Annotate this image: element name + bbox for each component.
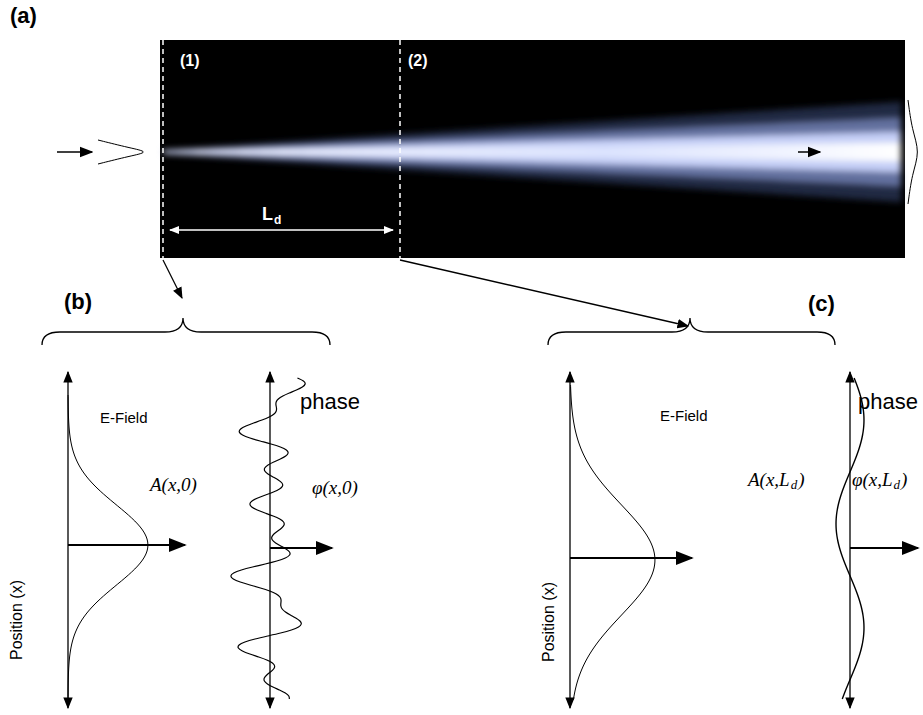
panel-label: (c) [808, 292, 835, 316]
brace [42, 318, 330, 345]
dashed-plane [162, 40, 164, 258]
function-label: φ(x,L [852, 470, 893, 491]
function-subscript: d [791, 478, 798, 492]
function-label: A(x,0) [150, 475, 197, 496]
panel-label: (b) [64, 290, 92, 314]
field-curve [571, 385, 655, 700]
length-label: L [262, 205, 273, 225]
function-subscript: d [894, 478, 901, 492]
axis [850, 547, 918, 549]
beam-layer [163, 132, 901, 173]
beam-layer [163, 102, 901, 202]
axis [269, 372, 270, 708]
dashed-plane [399, 40, 401, 258]
axis [68, 544, 185, 546]
axis-title: phase [858, 390, 918, 414]
axis [270, 547, 332, 549]
beam-layer [163, 118, 901, 187]
axis [569, 372, 570, 708]
input-profile [98, 140, 143, 164]
region-number: (1) [180, 52, 200, 70]
leader-line [163, 260, 182, 298]
axis-title: phase [300, 390, 360, 414]
brace [548, 318, 835, 345]
function-label: φ(x,0) [312, 478, 358, 499]
axis-title: Position (x) [540, 582, 558, 662]
axis-title: Position (x) [8, 580, 26, 660]
length-subscript: d [274, 214, 281, 227]
panel-label: (a) [10, 4, 37, 28]
phase-curve [836, 378, 864, 699]
phase-curve [231, 378, 305, 699]
axis-title: E-Field [660, 408, 708, 425]
beam-layer [163, 143, 901, 162]
function-label: ) [901, 470, 907, 491]
axis [849, 372, 850, 708]
leader-line [400, 260, 688, 326]
field-curve [68, 395, 148, 698]
length-arrow [170, 229, 393, 231]
beam-glow [163, 102, 901, 202]
output-profile [908, 100, 917, 204]
function-label: ) [798, 470, 804, 491]
waveguide-image [160, 40, 905, 258]
input-arrow [57, 151, 92, 153]
axis-title: E-Field [100, 410, 148, 427]
output-arrow [798, 151, 820, 153]
axis [570, 557, 692, 559]
region-number: (2) [408, 52, 428, 70]
function-label: A(x,L [748, 470, 790, 491]
